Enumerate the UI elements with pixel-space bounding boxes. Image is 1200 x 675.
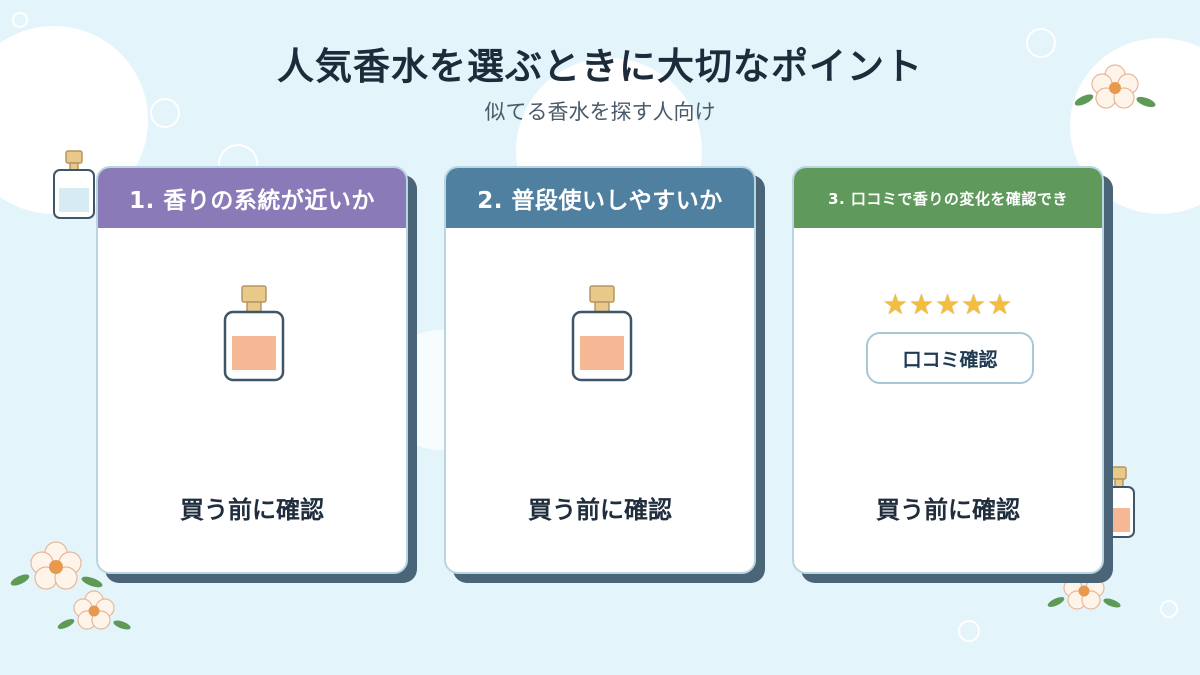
- card-heading: 3. 口コミで香りの変化を確認でき: [794, 168, 1102, 228]
- flower-icon: [1047, 578, 1121, 610]
- point-card-everyday-use: 2. 普段使いしやすいか 買う前に確認: [444, 166, 756, 574]
- card-footer: 買う前に確認: [180, 496, 324, 524]
- flower-icon: [57, 590, 131, 630]
- star-rating-icon: ★★★★★: [882, 288, 1014, 321]
- header: 人気香水を選ぶときに大切なポイント 似てる香水を探す人向け: [0, 36, 1200, 126]
- page-subtitle: 似てる香水を探す人向け: [484, 100, 716, 124]
- perfume-bottle-icon: [223, 285, 285, 382]
- point-card-reviews: 3. 口コミで香りの変化を確認でき ★★★★★ 口コミ確認 買う前に確認: [792, 166, 1104, 574]
- review-check-button[interactable]: 口コミ確認: [866, 332, 1034, 384]
- card-footer: 買う前に確認: [528, 496, 672, 524]
- page-title: 人気香水を選ぶときに大切なポイント: [277, 45, 923, 88]
- card-footer: 買う前に確認: [876, 496, 1020, 524]
- perfume-bottle-icon: [53, 150, 95, 219]
- perfume-bottle-icon: [571, 285, 633, 382]
- perfume-bottle-icon: [1101, 466, 1135, 538]
- card-heading: 2. 普段使いしやすいか: [446, 168, 754, 228]
- point-card-scent-family: 1. 香りの系統が近いか 買う前に確認: [96, 166, 408, 574]
- card-heading: 1. 香りの系統が近いか: [98, 168, 406, 228]
- flower-icon: [10, 541, 103, 590]
